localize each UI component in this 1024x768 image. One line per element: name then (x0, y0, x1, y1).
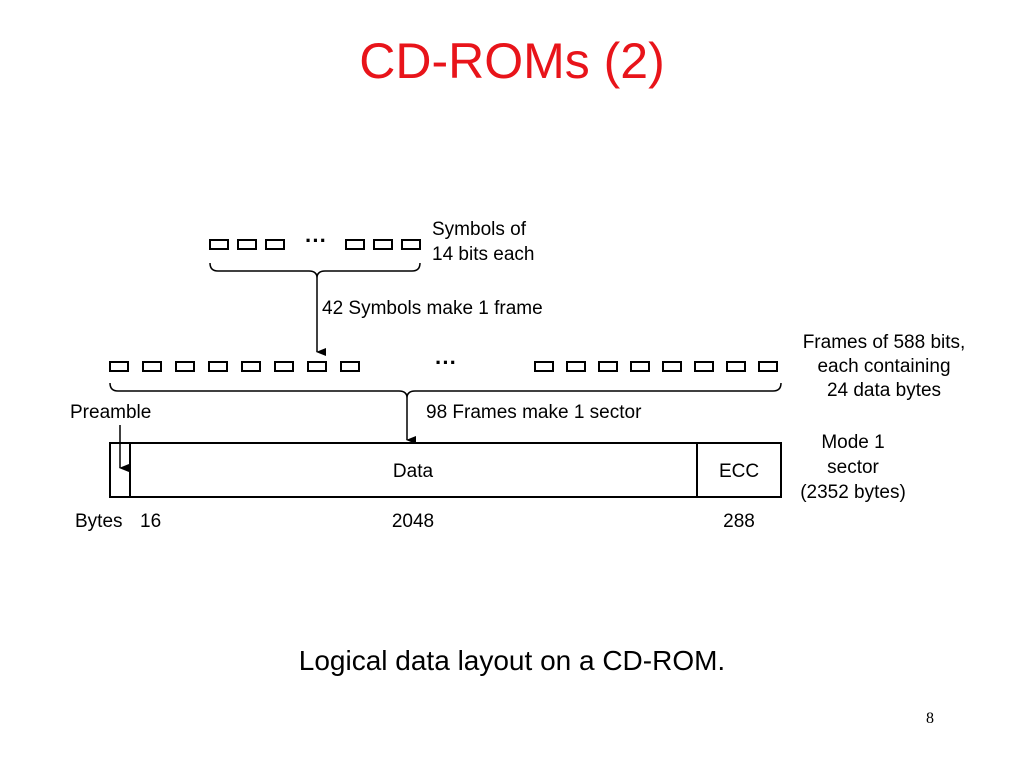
preamble-label: Preamble (70, 402, 151, 423)
symbols-label-line-2: 14 bits each (432, 244, 534, 265)
frame-box (175, 361, 195, 372)
frames-to-sector-label: 98 Frames make 1 sector (426, 402, 642, 423)
data-field-label: Data (393, 461, 434, 482)
frame-box (758, 361, 778, 372)
symbol-box (373, 239, 393, 250)
frame-row: ··· (109, 350, 778, 375)
frame-box (109, 361, 129, 372)
symbol-ellipsis: ··· (305, 228, 327, 253)
frame-box (241, 361, 261, 372)
frame-box (598, 361, 618, 372)
frame-box (726, 361, 746, 372)
frame-box (694, 361, 714, 372)
frame-box (630, 361, 650, 372)
symbol-box (345, 239, 365, 250)
slide-title: CD-ROMs (2) (359, 33, 665, 89)
preamble-bytes: 16 (140, 511, 161, 532)
frame-box (662, 361, 682, 372)
data-bytes: 2048 (392, 511, 434, 532)
symbol-box (265, 239, 285, 250)
page-number: 8 (926, 710, 934, 727)
symbols-label-line-1: Symbols of (432, 219, 527, 240)
frame-box (534, 361, 554, 372)
sector-bar (109, 442, 782, 498)
sector-label-line-1: Mode 1 (821, 432, 884, 453)
frame-brace (109, 382, 782, 399)
frame-box (566, 361, 586, 372)
figure-caption: Logical data layout on a CD-ROM. (298, 645, 726, 676)
symbol-row: ··· (209, 228, 421, 253)
frame-box (274, 361, 294, 372)
symbols-to-frame-label: 42 Symbols make 1 frame (322, 298, 543, 319)
frame-box (340, 361, 360, 372)
symbol-box (209, 239, 229, 250)
frames-label-line-3: 24 data bytes (827, 380, 941, 401)
frame-box (307, 361, 327, 372)
bytes-prefix-label: Bytes (75, 511, 123, 532)
ecc-field-label: ECC (719, 461, 759, 482)
symbol-brace (209, 262, 421, 279)
sector-label-line-3: (2352 bytes) (800, 482, 906, 503)
frame-box (208, 361, 228, 372)
sector-label-line-2: sector (827, 457, 879, 478)
ecc-bytes: 288 (723, 511, 755, 532)
frames-label-line-2: each containing (817, 356, 950, 377)
frame-ellipsis: ··· (435, 350, 457, 375)
symbol-box (237, 239, 257, 250)
frame-box (142, 361, 162, 372)
symbol-box (401, 239, 421, 250)
frames-label-line-1: Frames of 588 bits, (803, 332, 966, 353)
